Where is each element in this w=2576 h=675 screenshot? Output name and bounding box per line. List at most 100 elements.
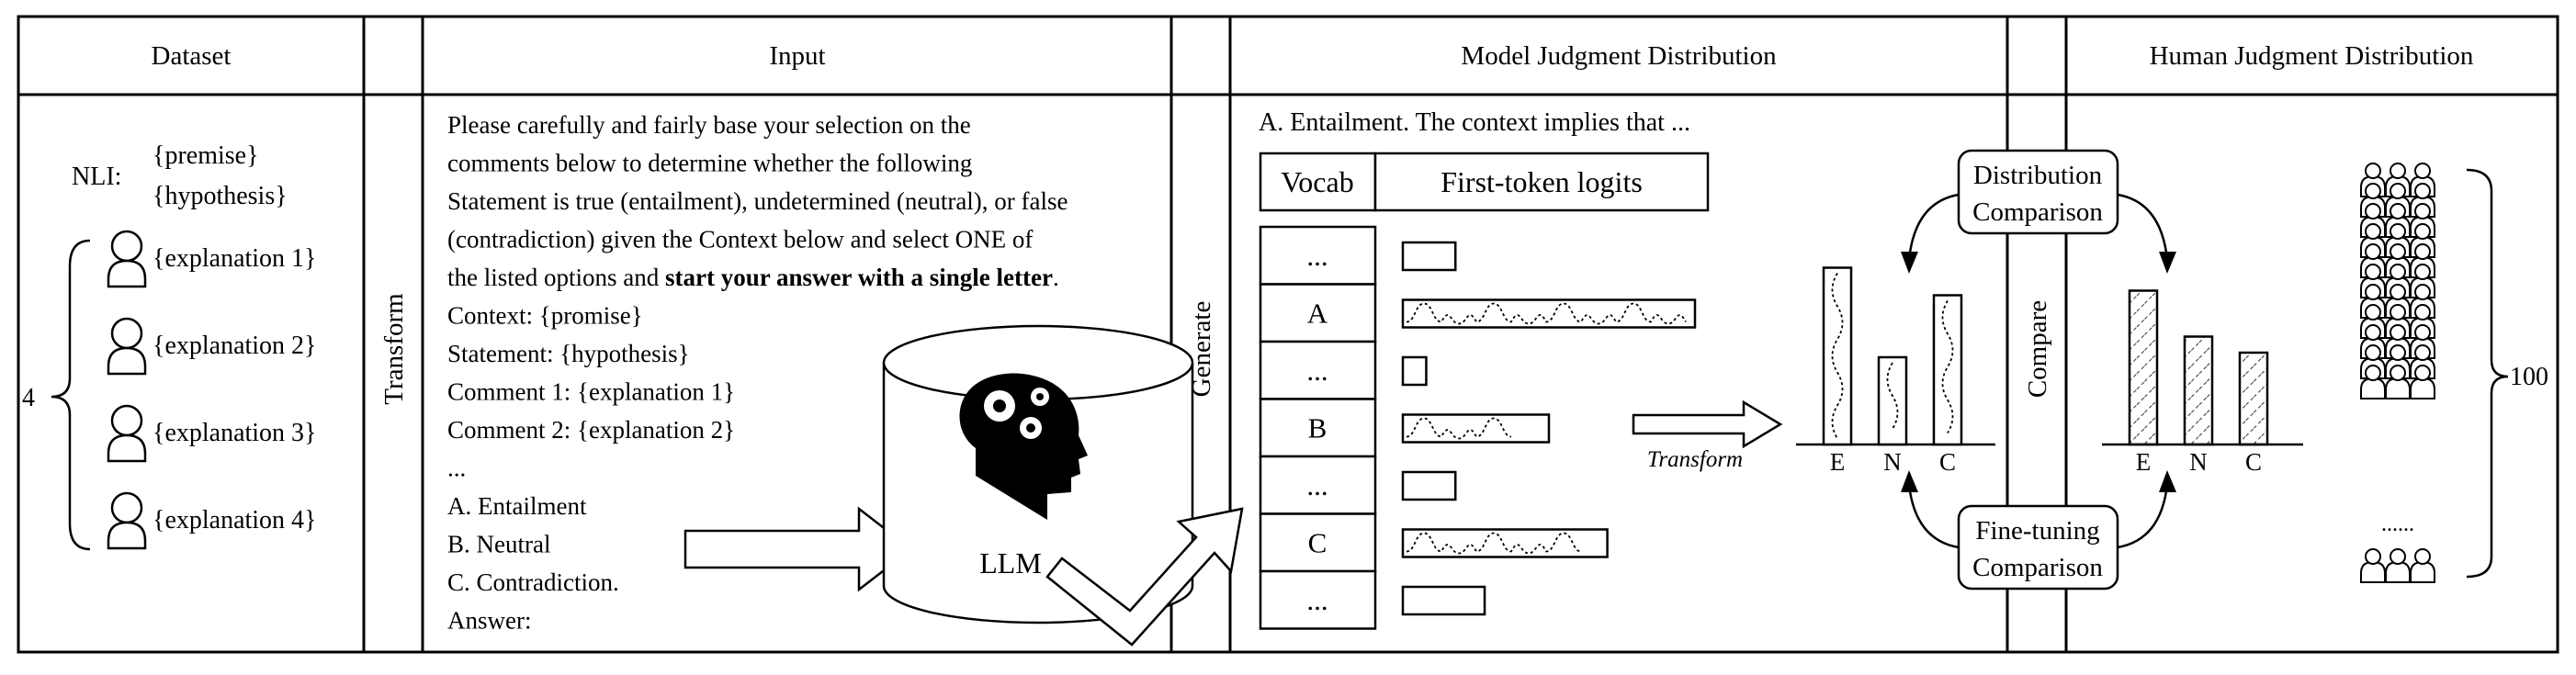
header-human-distribution: Human Judgment Distribution [2150,41,2474,71]
logit-bar [1401,298,1697,329]
prompt-line: A. Entailment [447,492,587,520]
prompt-line: ... [447,455,466,482]
annotator-person-icon [107,230,147,288]
chart-tick-label: N [1883,448,1902,476]
comparison-arrows [1907,193,2169,549]
logits-header-cell [1373,152,1710,212]
crowd-brace [2466,168,2509,579]
crowd-ellipsis: ...... [2381,512,2414,536]
vocab-token: B [1308,412,1328,444]
prompt-text: Please carefully and fairly base your se… [447,111,1068,635]
prompt-instruction-plain: the listed options and [447,264,665,291]
prompt-line: Context: {promise} [447,302,643,330]
annotator-list: {explanation 1} {explanation 2} {explanati… [107,230,317,550]
prompt-line: (contradiction) given the Context below … [447,226,1033,253]
crowd-person-icon [2360,548,2386,583]
distribution-comparison-line2: Comparison [1972,197,2103,227]
logit-bar [1401,585,1486,616]
vocab-token: ... [1306,584,1328,616]
chart-bar [1822,266,1853,446]
prompt-line: comments below to determine whether the … [447,150,972,177]
distribution-comparison-box [1957,149,2119,235]
prompt-line: Statement: {hypothesis} [447,340,690,367]
outer-frame [17,15,2559,654]
logit-bars [1401,241,1697,616]
chart-bar [2238,351,2269,446]
chart-tick-label: C [1939,448,1956,476]
logit-bar [1401,470,1457,501]
explanation-text: {explanation 1} [153,244,317,273]
vocab-token: ... [1306,354,1328,387]
comparison-arrowheads [1901,252,2176,492]
arrow-to-vocab [1045,507,1244,647]
crowd-person-icon [2385,548,2411,583]
annotator-person-icon [107,404,147,463]
annotator-count: 4 [22,384,35,412]
header-dataset: Dataset [152,41,232,71]
vocab-token: ... [1306,240,1328,272]
example-output: A. Entailment. The context implies that … [1259,108,1690,137]
vocab-token: C [1308,527,1328,559]
vocab-cell [1259,340,1377,400]
explanation-text: {explanation 2} [153,332,317,360]
prompt-instruction-bold: start your answer with a single letter [665,264,1053,291]
logit-bar [1401,355,1428,387]
brain-gears-icon [959,373,1088,520]
vocab-token: A [1307,298,1328,330]
transform-arrow-label: Transform [1647,447,1743,472]
vocab-cell [1259,569,1377,630]
crowd-person-icon [2360,365,2386,399]
side-label-transform: Transform [379,293,409,405]
transform-arrow [1632,399,1783,449]
prompt-line: Statement is true (entailment), undeterm… [447,187,1068,215]
logit-bar [1401,413,1551,444]
logit-bar [1401,528,1609,558]
finetuning-comparison-line1: Fine-tuning [1975,516,2099,546]
vocab-header: Vocab [1281,165,1353,198]
explanation-text: {explanation 4} [153,506,317,534]
chart-bar [2128,289,2159,446]
nli-label: NLI: [72,163,121,191]
prompt-line: C. Contradiction. [447,568,619,596]
vocab-token: ... [1306,469,1328,501]
premise-text: {premise} [153,141,259,170]
vocab-table: ... A... B... C... [1259,225,1377,630]
annotator-brace [51,239,91,551]
prompt-line: Please carefully and fairly base your se… [447,111,971,139]
prompt-line: Comment 1: {explanation 1} [447,378,735,406]
crowd-person-icon [2410,365,2435,399]
header-model-distribution: Model Judgment Distribution [1461,41,1777,71]
hypothesis-text: {hypothesis} [153,182,288,210]
chart-tick-label: E [1830,448,1846,476]
arrow-to-llm [684,506,914,592]
chart-bar [1932,294,1963,446]
logits-header: First-token logits [1441,165,1643,198]
llm-label: LLM [979,546,1042,579]
finetuning-comparison-line2: Comparison [1972,553,2103,582]
side-label-compare: Compare [2023,300,2052,398]
vocab-cell [1259,283,1377,343]
explanation-text: {explanation 3} [153,419,317,447]
crowd-count: 100 [2510,363,2548,391]
chart-tick-label: E [2136,448,2152,476]
distribution-comparison-line1: Distribution [1973,161,2103,190]
prompt-line: Comment 2: {explanation 2} [447,416,735,444]
logit-bar [1401,241,1457,272]
prompt-line: Answer: [447,607,531,635]
vocab-cell [1259,225,1377,286]
annotator-person-icon [107,317,147,376]
crowd-icon [2360,163,2435,583]
chart-tick-label: C [2245,448,2262,476]
crowd-person-icon [2410,548,2435,583]
crowd-person-icon [2385,365,2411,399]
header-input: Input [769,41,825,71]
annotator-person-icon [107,491,147,550]
chart-tick-label: N [2189,448,2208,476]
chart-bar [2183,335,2214,446]
prompt-instruction-end: . [1053,264,1059,291]
vocab-cell [1259,398,1377,458]
